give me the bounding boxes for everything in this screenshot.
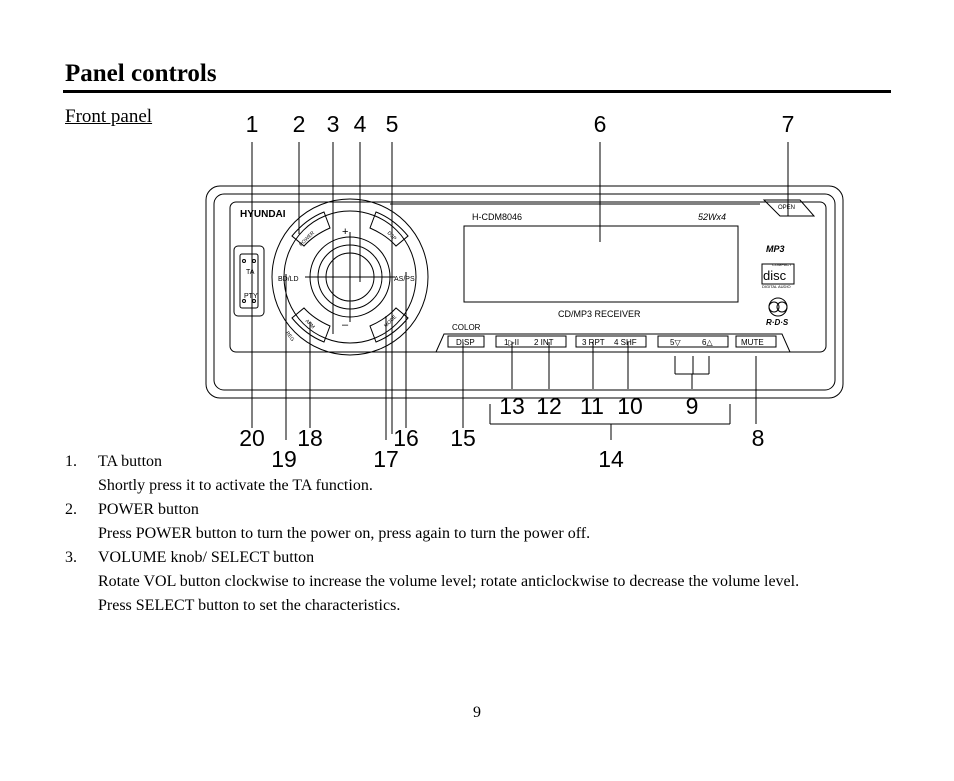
color-label: COLOR xyxy=(452,323,481,332)
faceplate-body xyxy=(229,201,827,353)
callout-5: 5 xyxy=(386,111,399,137)
preset2-label: 2 INT xyxy=(534,338,554,347)
plus-label: + xyxy=(342,226,348,238)
item-number: 2. xyxy=(65,501,77,518)
disp-button[interactable] xyxy=(447,335,485,348)
lcd-display xyxy=(463,225,739,303)
minus-label: – xyxy=(342,319,349,331)
page-title: Panel controls xyxy=(65,60,217,87)
callout-20: 20 xyxy=(239,425,265,451)
dsp-label: DSP xyxy=(386,230,398,242)
callout-2: 2 xyxy=(293,111,306,137)
callout-19: 19 xyxy=(271,446,297,472)
callout-3: 3 xyxy=(327,111,340,137)
list-item: 1. TA button Shortly press it to activat… xyxy=(65,450,885,498)
model-label: H-CDM8046 xyxy=(472,212,522,222)
item-description: Press POWER button to turn the power on,… xyxy=(98,525,591,542)
mp3-logo: MP3 xyxy=(766,244,785,254)
cd-logo-main: disc xyxy=(763,268,787,283)
rds-logo-icon xyxy=(768,297,788,317)
preset-5-6-button[interactable] xyxy=(657,335,729,348)
callout-16: 16 xyxy=(393,425,419,451)
section-subtitle: Front panel xyxy=(65,106,153,127)
faceplate-inner xyxy=(213,193,836,391)
page-number: 9 xyxy=(473,704,481,721)
reg-label: REG xyxy=(284,330,295,342)
preset-1-2-button[interactable] xyxy=(495,335,567,348)
preset6-label: 6△ xyxy=(702,338,713,347)
preset4-label: 4 SHF xyxy=(614,338,637,347)
callout-4: 4 xyxy=(354,111,367,137)
ta-label: TA xyxy=(246,269,255,276)
preset-3-4-button[interactable] xyxy=(575,335,647,348)
preset5-label: 5▽ xyxy=(670,338,681,347)
receiver-label: CD/MP3 RECEIVER xyxy=(558,309,641,319)
cd-logo-top: COMPACT xyxy=(772,262,792,267)
rds-logo: R·D·S xyxy=(766,318,789,327)
front-panel-figure: HYUNDAI H-CDM8046 52Wx4 CD/MP3 RECEIVER … xyxy=(200,104,850,474)
callout-1: 1 xyxy=(246,111,259,137)
button-strip xyxy=(435,333,791,353)
apm-button[interactable] xyxy=(291,307,331,343)
callout-9: 9 xyxy=(686,393,699,419)
disp-label: DISP xyxy=(456,338,475,347)
callout-7: 7 xyxy=(782,111,795,137)
mode-button[interactable] xyxy=(369,307,409,343)
bdld-label: BD/LD xyxy=(278,276,299,283)
power-button[interactable] xyxy=(291,211,331,247)
callout-lines xyxy=(251,142,789,440)
item-heading: VOLUME knob/ SELECT button xyxy=(98,549,315,566)
open-label: OPEN xyxy=(778,205,795,211)
callout-10: 10 xyxy=(617,393,643,419)
item-description: Press SELECT button to set the character… xyxy=(98,597,401,614)
power-rating-label: 52Wx4 xyxy=(698,212,726,222)
apm-label: APM xyxy=(304,318,316,330)
asps-label: AS/PS xyxy=(394,276,415,283)
callout-13: 13 xyxy=(499,393,525,419)
mute-button[interactable] xyxy=(735,335,777,348)
ta-pty-panel[interactable] xyxy=(233,245,265,317)
callout-18: 18 xyxy=(297,425,323,451)
item-number: 1. xyxy=(65,453,77,470)
controls-list: 1. TA button Shortly press it to activat… xyxy=(65,450,885,618)
callout-8: 8 xyxy=(752,425,765,451)
preset3-label: 3 RPT xyxy=(582,338,605,347)
knob-ring xyxy=(283,210,417,344)
knob-surround xyxy=(271,198,429,356)
mode-label: MODE xyxy=(383,314,398,329)
item-number: 3. xyxy=(65,549,77,566)
mute-label: MUTE xyxy=(741,338,764,347)
dsp-button[interactable] xyxy=(369,211,409,247)
preset1-label: 1▷II xyxy=(504,338,519,347)
callout-15: 15 xyxy=(450,425,476,451)
callout-12: 12 xyxy=(536,393,562,419)
ta-pty-inner xyxy=(239,253,259,309)
cd-logo-bottom: DIGITAL AUDIO xyxy=(762,284,791,289)
brand-label: HYUNDAI xyxy=(240,209,286,220)
callout-17: 17 xyxy=(373,446,399,472)
compact-disc-logo-icon xyxy=(761,263,795,285)
item-heading: TA button xyxy=(98,453,163,470)
callout-11: 11 xyxy=(580,393,604,419)
item-description: Shortly press it to activate the TA func… xyxy=(98,477,373,494)
callout-14: 14 xyxy=(598,446,624,472)
item-heading: POWER button xyxy=(98,501,199,518)
list-item: 2. POWER button Press POWER button to tu… xyxy=(65,498,885,546)
pty-label: PTY xyxy=(244,293,258,300)
title-rule xyxy=(63,90,891,93)
item-description: Rotate VOL button clockwise to increase … xyxy=(98,573,800,590)
callout-6: 6 xyxy=(594,111,607,137)
list-item: 3. VOLUME knob/ SELECT button Rotate VOL… xyxy=(65,546,885,618)
faceplate-outer xyxy=(205,185,844,399)
